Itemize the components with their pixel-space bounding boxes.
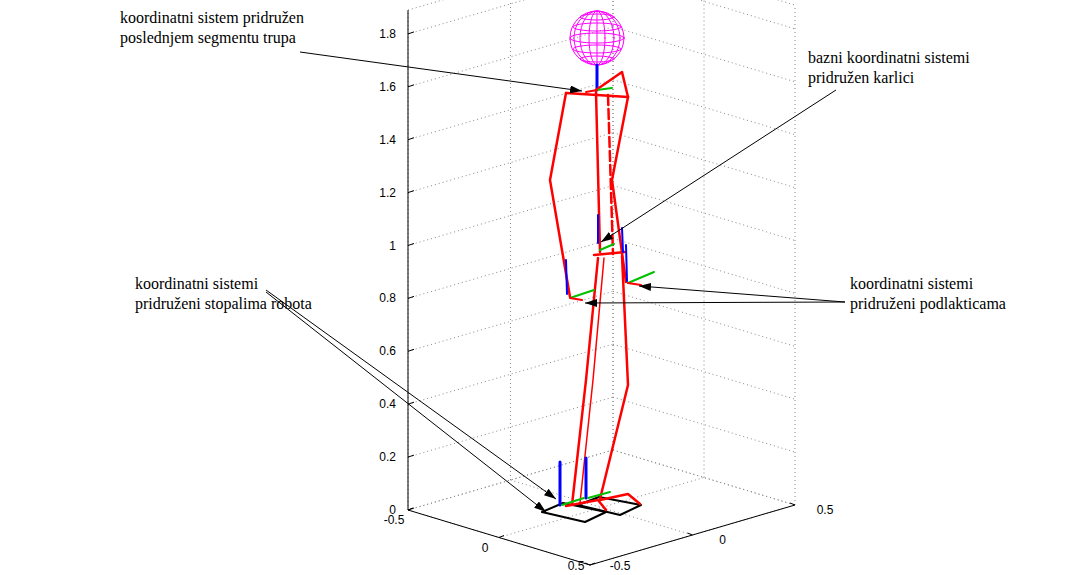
tick-mark xyxy=(408,244,414,246)
grid-line xyxy=(408,0,613,10)
grid-line xyxy=(408,80,613,140)
tick-label: 0.8 xyxy=(379,291,396,305)
tick-mark xyxy=(408,455,414,457)
grid-line xyxy=(613,80,795,135)
axis-grid xyxy=(408,0,795,565)
tick-mark xyxy=(408,508,413,510)
grid-line xyxy=(613,0,795,5)
tick-mark xyxy=(499,536,504,538)
foot-plate xyxy=(578,497,641,515)
tick-label: 1.2 xyxy=(379,186,396,200)
grid-line xyxy=(795,5,796,505)
leader-line xyxy=(639,286,845,302)
grid-line xyxy=(704,0,705,477)
tick-label: -0.5 xyxy=(384,513,405,527)
leader-line xyxy=(601,90,836,242)
grid-line xyxy=(613,344,795,399)
leader-line xyxy=(585,302,845,303)
tick-label: -0.5 xyxy=(610,559,631,573)
tick-label: 0.6 xyxy=(379,344,396,358)
leader-arrows xyxy=(266,52,845,512)
tick-mark xyxy=(408,508,414,510)
tick-label: 0.5 xyxy=(817,503,834,517)
tick-mark xyxy=(590,563,595,565)
leader-line xyxy=(300,52,582,91)
tick-label: 0.2 xyxy=(379,450,396,464)
foot-plate xyxy=(542,503,606,522)
robot-links xyxy=(550,72,640,510)
tick-mark xyxy=(408,296,414,298)
tick-mark xyxy=(585,563,590,565)
tick-label: 0.5 xyxy=(568,559,585,573)
neck-axis xyxy=(596,65,599,90)
grid-line xyxy=(408,10,409,510)
coordinate-frames xyxy=(560,88,654,505)
tick-label: 0.4 xyxy=(379,397,396,411)
grid-line xyxy=(408,510,590,565)
axis-line xyxy=(408,510,590,565)
tick-mark xyxy=(408,191,414,193)
grid-line xyxy=(499,478,704,538)
annotation-text: bazni koordinatni sistemi pridružen karl… xyxy=(808,48,998,88)
grid-line xyxy=(510,0,511,480)
tick-mark xyxy=(408,349,414,351)
tick-mark xyxy=(408,85,414,87)
tick-mark xyxy=(408,138,414,140)
annotation-text: koordinatni sistem pridružen poslednjem … xyxy=(120,8,325,48)
tick-label: 1.8 xyxy=(379,27,396,41)
annotation-text: koordinatni sistemi pridruženi podlaktic… xyxy=(850,274,1030,314)
grid-line xyxy=(613,450,795,505)
grid-line xyxy=(408,291,613,351)
tick-label: 1.4 xyxy=(379,133,396,147)
tick-label: 1 xyxy=(389,239,396,253)
head-sphere xyxy=(570,11,624,65)
tick-mark xyxy=(408,32,414,34)
axis-line xyxy=(408,10,409,510)
tick-label: 1.6 xyxy=(379,80,396,94)
tick-label: 0 xyxy=(719,533,726,547)
tick-label: 0 xyxy=(482,541,489,555)
tick-mark xyxy=(790,503,795,505)
leader-line xyxy=(266,290,556,499)
grid-line xyxy=(613,27,795,82)
tick-mark xyxy=(688,533,693,535)
annotation-text: koordinatni sistemi pridruženi stopalima… xyxy=(135,274,321,314)
leader-line xyxy=(266,292,546,512)
grid-line xyxy=(613,291,795,346)
